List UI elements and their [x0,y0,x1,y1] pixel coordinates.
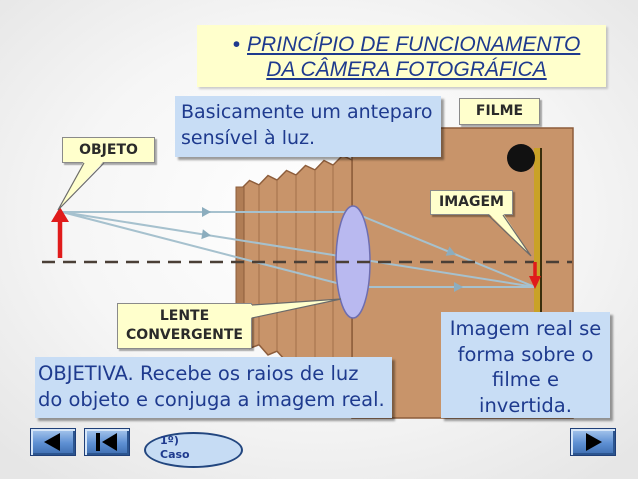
note-imagem-line-4: invertida. [479,393,572,417]
film-strip-edge [540,148,542,314]
imagem-callout-tail [487,213,532,257]
bellows-folds [258,165,334,372]
object-arrow [51,207,69,258]
first-slide-icon [96,433,117,451]
title-line-2: DA CÂMERA FOTOGRÁFICA [266,58,547,81]
label-lente-convergente: LENTE CONVERGENTE [117,303,252,349]
note-objetiva-line-2: do objeto e conjuga a imagem real. [38,388,385,411]
light-ray-parallel [62,211,536,288]
ray-arrowhead [202,207,211,217]
image-arrow [529,262,541,289]
ray-arrowhead [201,229,211,240]
label-filme: FILME [459,98,540,125]
previous-icon [44,433,60,451]
previous-slide-button[interactable] [30,428,76,456]
next-icon [586,433,602,451]
lente-callout-tail [250,298,342,319]
title-line-1: • PRINCÍPIO DE FUNCIONAMENTO [207,32,606,57]
label-lente-line-1: LENTE [159,308,210,324]
label-lente-line-2: CONVERGENTE [126,327,243,343]
note-anteparo-line-2: sensível à luz. [181,127,316,149]
note-imagem-line-1: Imagem real se [449,317,602,340]
note-anteparo-line-1: Basicamente um anteparo [181,101,433,123]
case-1-button[interactable]: 1º) Caso [144,432,243,468]
label-imagem: IMAGEM [430,190,513,215]
note-imagem-line-3: filme e [492,368,559,391]
film-strip [534,148,540,314]
note-imagem-line-2: forma sobre o [457,342,594,366]
light-ray-central [61,211,536,288]
title-bullet: • [232,33,241,56]
camera-bellows [239,154,353,383]
ray-arrowhead [445,246,456,256]
label-objeto: OBJETO [62,137,155,163]
note-anteparo: Basicamente um anteparo sensível à luz. [175,96,441,157]
film-knob [507,144,535,172]
case-button-line-2: Caso [160,448,190,461]
title-text-1: PRINCÍPIO DE FUNCIONAMENTO [247,33,581,56]
ray-arrowhead [454,282,463,292]
objeto-callout-tail [57,161,105,211]
note-imagem-real: Imagem real se forma sobre o filme e inv… [441,312,610,418]
case-button-line-1: 1º) [160,434,179,447]
first-slide-button[interactable] [84,428,130,456]
slide-title: • PRINCÍPIO DE FUNCIONAMENTO DA CÂMERA FO… [197,25,606,87]
light-ray-focal [61,211,535,288]
note-objetiva-line-1: OBJETIVA. Recebe os raios de luz [38,362,359,385]
converging-lens [335,205,371,319]
note-objetiva: OBJETIVA. Recebe os raios de luz do obje… [35,357,392,418]
next-slide-button[interactable] [570,428,616,456]
